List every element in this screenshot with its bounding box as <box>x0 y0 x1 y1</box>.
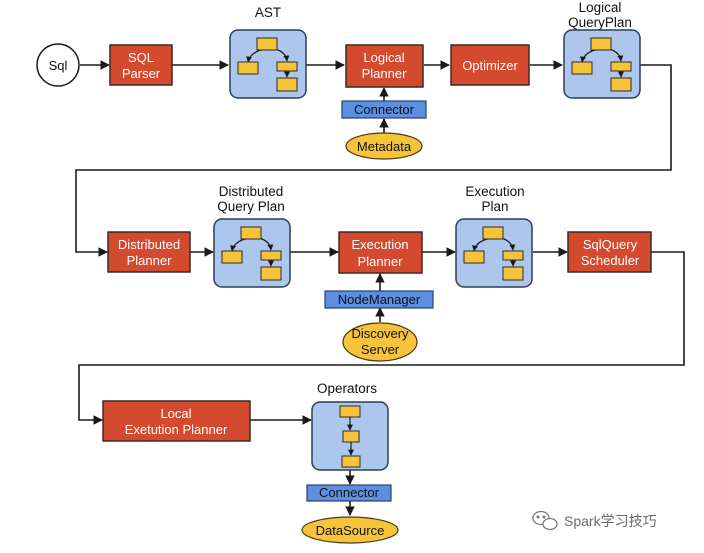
logical-plan-tree-icon <box>571 37 632 92</box>
connector-box-2: Connector <box>306 484 392 502</box>
distributed-planner-box: Distributed Planner <box>107 231 191 273</box>
optimizer-label: Optimizer <box>462 58 518 73</box>
local-execution-planner-box: Local Exetution Planner <box>102 400 251 442</box>
operators-label: Operators <box>317 381 377 396</box>
execution-planner-label-2: Planner <box>358 254 403 269</box>
distributed-plan-tree-icon <box>221 226 282 281</box>
watermark-text: Spark学习技巧 <box>564 513 657 529</box>
logical-query-plan-label-1: Logical <box>579 0 622 15</box>
watermark: Spark学习技巧 <box>532 510 657 531</box>
sqlquery-scheduler-label-2: Scheduler <box>581 253 640 268</box>
ast-label: AST <box>255 5 281 20</box>
local-execution-planner-label-1: Local <box>160 406 191 421</box>
logical-query-plan-label-2: QueryPlan <box>568 15 632 30</box>
optimizer-box: Optimizer <box>450 44 530 86</box>
datasource-label: DataSource <box>316 523 385 538</box>
wechat-icon <box>532 510 558 531</box>
logical-planner-label-1: Logical <box>363 50 404 65</box>
execution-planner-box: Execution Planner <box>338 231 423 274</box>
metadata-label: Metadata <box>357 139 412 154</box>
ast-tree-icon <box>237 37 298 92</box>
logical-planner-box: Logical Planner <box>345 44 424 88</box>
execution-plan-label-2: Plan <box>481 199 508 214</box>
ast-plan-box <box>229 29 307 99</box>
distributed-planner-label-1: Distributed <box>118 237 180 252</box>
sql-parser-label-1: SQL <box>128 50 154 65</box>
connector-label-1: Connector <box>354 102 415 117</box>
distributed-query-plan-box <box>213 218 291 288</box>
execution-planner-label-1: Execution <box>351 237 408 252</box>
connector-box-1: Connector <box>341 100 427 119</box>
logical-query-plan-box <box>563 29 641 99</box>
execution-plan-tree-icon <box>463 226 524 281</box>
metadata-ellipse: Metadata <box>345 132 423 160</box>
sql-node: Sql <box>36 43 80 87</box>
local-execution-planner-label-2: Exetution Planner <box>125 422 228 437</box>
sql-label: Sql <box>49 58 68 73</box>
datasource-ellipse: DataSource <box>301 516 399 544</box>
node-manager-box: NodeManager <box>324 290 434 309</box>
operators-plan-box <box>311 401 389 471</box>
discovery-server-ellipse: Discovery Server <box>342 322 418 362</box>
logical-planner-label-2: Planner <box>362 66 407 81</box>
distributed-planner-label-2: Planner <box>127 253 172 268</box>
sqlquery-scheduler-label-1: SqlQuery <box>583 237 638 252</box>
sql-parser-label-2: Parser <box>122 66 161 81</box>
operators-chain-icon <box>339 405 361 468</box>
node-manager-label: NodeManager <box>338 292 421 307</box>
discovery-server-label-1: Discovery <box>351 326 409 341</box>
sqlquery-scheduler-box: SqlQuery Scheduler <box>567 231 652 273</box>
distributed-query-plan-label-2: Query Plan <box>217 199 285 214</box>
sql-parser-box: SQL Parser <box>109 44 173 86</box>
discovery-server-label-2: Server <box>361 342 400 357</box>
distributed-query-plan-label-1: Distributed <box>219 184 284 199</box>
execution-plan-box <box>455 218 533 288</box>
flow-arrows <box>75 60 685 516</box>
execution-plan-label-1: Execution <box>465 184 524 199</box>
connector-label-2: Connector <box>319 485 380 500</box>
